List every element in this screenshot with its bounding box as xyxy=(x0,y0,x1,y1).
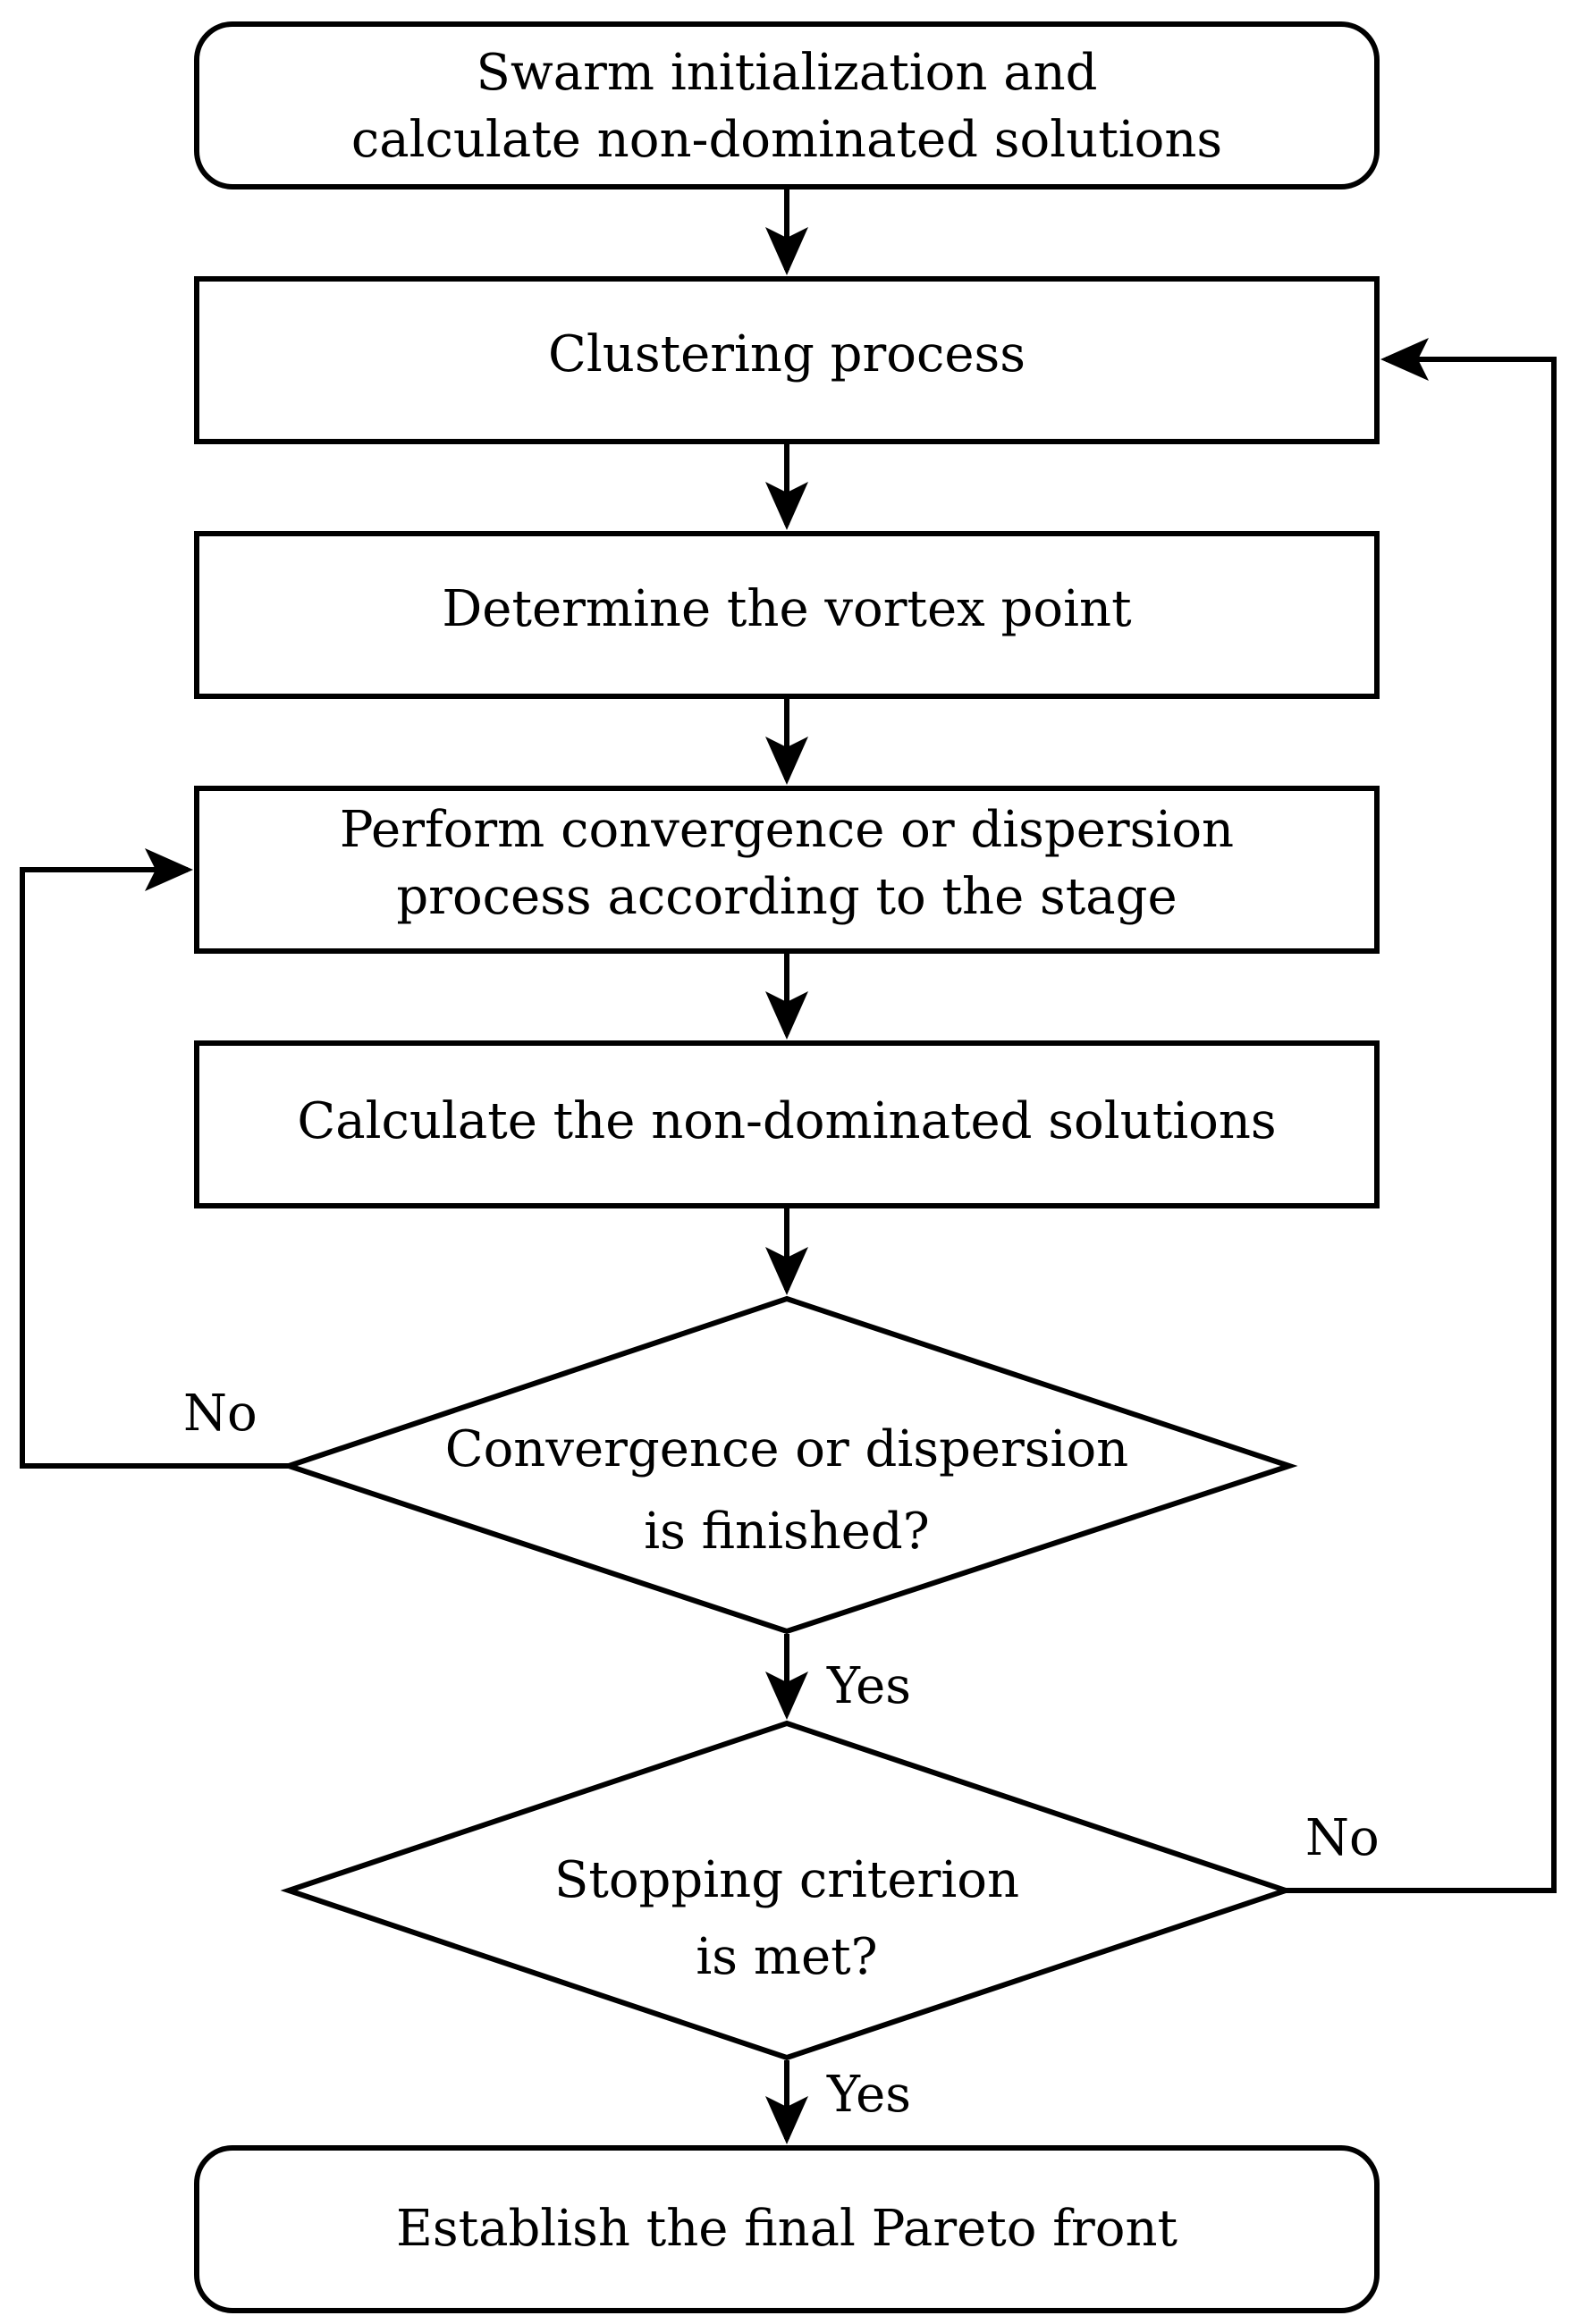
calculate-solutions-box: Calculate the non-dominated solutions xyxy=(194,1040,1380,1208)
label-stop-yes: Yes xyxy=(826,2066,911,2124)
vortex-point-label: Determine the vortex point xyxy=(442,580,1132,638)
arrow-stop-no-loop xyxy=(1286,338,1557,1893)
end-node: Establish the final Pareto front xyxy=(194,2145,1380,2313)
vortex-point-box: Determine the vortex point xyxy=(194,531,1380,699)
decision-finished-line1: Convergence or dispersion xyxy=(445,1420,1129,1478)
perform-process-line2: process according to the stage xyxy=(396,868,1177,926)
label-stop-no: No xyxy=(1305,1809,1380,1867)
perform-process-line1: Perform convergence or dispersion xyxy=(340,801,1234,859)
end-node-label: Establish the final Pareto front xyxy=(396,2200,1178,2258)
start-node: Swarm initialization and calculate non-d… xyxy=(194,21,1380,189)
decision-finished-line2: is finished? xyxy=(644,1503,930,1561)
label-finished-yes: Yes xyxy=(826,1657,911,1715)
start-node-line1: Swarm initialization and xyxy=(476,44,1097,102)
decision-stop-line2: is met? xyxy=(696,1928,877,1986)
decision-stop-line1: Stopping criterion xyxy=(554,1851,1019,1909)
start-node-line2: calculate non-dominated solutions xyxy=(351,111,1222,169)
clustering-process-box: Clustering process xyxy=(194,276,1380,444)
label-finished-no: No xyxy=(183,1385,257,1443)
clustering-process-label: Clustering process xyxy=(548,325,1026,383)
decision-finished-diamond: Convergence or dispersion is finished? xyxy=(280,1295,1298,1635)
calculate-solutions-label: Calculate the non-dominated solutions xyxy=(297,1092,1276,1150)
perform-process-box: Perform convergence or dispersion proces… xyxy=(194,786,1380,954)
decision-stop-diamond: Stopping criterion is met? xyxy=(280,1720,1295,2061)
arrow-finished-no-loop xyxy=(20,848,289,1469)
